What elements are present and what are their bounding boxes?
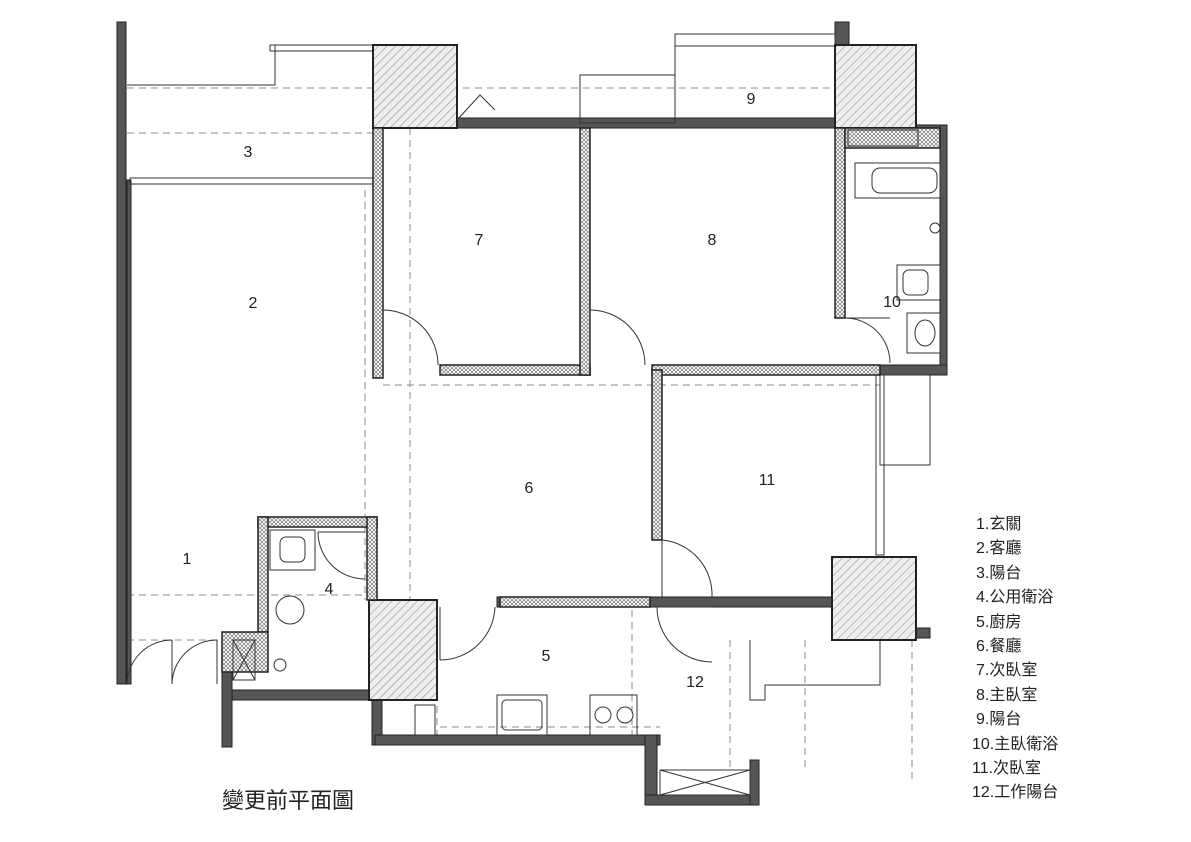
- room-label-2: 2: [249, 295, 258, 312]
- room-label-6: 6: [525, 480, 534, 497]
- legend-item: 10.主臥衛浴: [972, 735, 1059, 753]
- legend-item: 2.客廳: [976, 540, 1022, 558]
- partitions: [221, 127, 941, 673]
- room-label-10: 10: [883, 294, 901, 311]
- room-label-1: 1: [183, 551, 192, 568]
- room-label-5: 5: [542, 648, 551, 665]
- walls: [116, 21, 948, 806]
- room-label-4: 4: [325, 581, 334, 598]
- legend-item: 11.次臥室: [972, 760, 1042, 778]
- fixtures: [232, 129, 941, 796]
- legend-item: 5.廚房: [976, 613, 1022, 631]
- room-label-9: 9: [747, 91, 756, 108]
- doors: [126, 94, 891, 685]
- room-label-11: 11: [759, 472, 776, 489]
- legend-item: 4.公用衛浴: [976, 589, 1054, 607]
- legend-item: 1.玄關: [976, 516, 1022, 533]
- room-labels: 1 2 3 4 5 6 7 8 9 10 11 12: [183, 91, 901, 691]
- legend-item: 9.陽台: [976, 711, 1022, 729]
- legend-item: 3.陽台: [976, 564, 1022, 582]
- legend-item: 8.主臥室: [976, 686, 1038, 704]
- columns: [368, 44, 917, 701]
- room-label-3: 3: [244, 144, 253, 161]
- legend-item: 7.次臥室: [976, 662, 1038, 680]
- room-label-12: 12: [686, 674, 704, 691]
- legend: 1.玄關 2.客廳 3.陽台 4.公用衛浴 5.廚房 6.餐廳 7.次臥室 8.…: [972, 513, 1058, 806]
- legend-item: 6.餐廳: [976, 638, 1022, 656]
- room-label-7: 7: [475, 232, 484, 249]
- room-label-8: 8: [708, 232, 717, 249]
- dashed-guides: [127, 87, 913, 780]
- railings: [127, 33, 931, 701]
- legend-item: 12.工作陽台: [972, 784, 1059, 802]
- plan-title: 變更前平面圖: [222, 789, 355, 814]
